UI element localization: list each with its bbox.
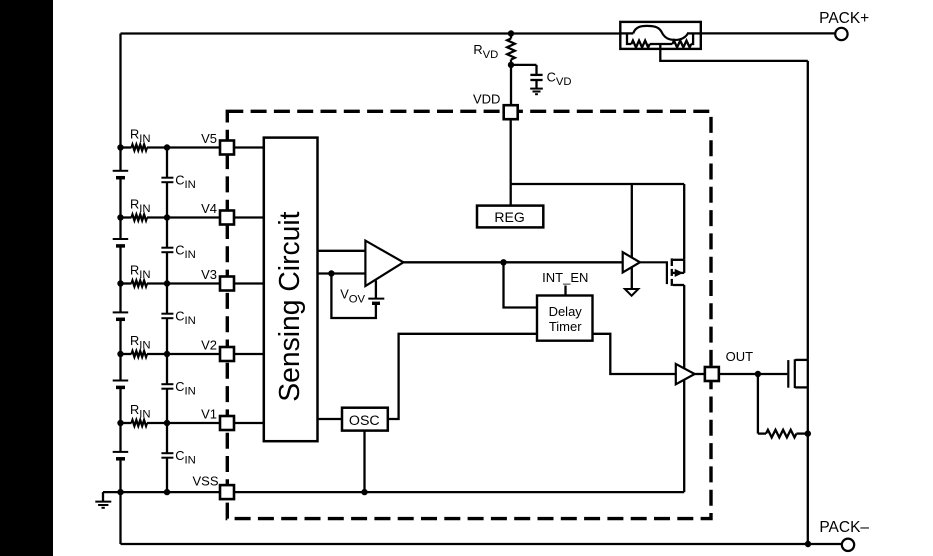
svg-text:Delay: Delay — [549, 304, 583, 319]
svg-text:V5: V5 — [201, 131, 217, 146]
svg-text:V2: V2 — [201, 338, 217, 353]
svg-text:OSC: OSC — [349, 413, 380, 429]
svg-text:Timer: Timer — [549, 319, 582, 334]
svg-text:Sensing Circuit: Sensing Circuit — [273, 211, 305, 401]
svg-text:PACK–: PACK– — [819, 519, 869, 536]
svg-text:VDD: VDD — [473, 92, 500, 107]
svg-text:INT_EN: INT_EN — [542, 270, 588, 285]
svg-text:REG: REG — [494, 209, 524, 225]
svg-text:V1: V1 — [201, 407, 217, 422]
svg-text:VSS: VSS — [192, 474, 218, 489]
svg-text:V4: V4 — [201, 201, 217, 216]
svg-text:V3: V3 — [201, 267, 217, 282]
svg-text:OUT: OUT — [726, 349, 754, 364]
svg-text:PACK+: PACK+ — [819, 10, 869, 27]
